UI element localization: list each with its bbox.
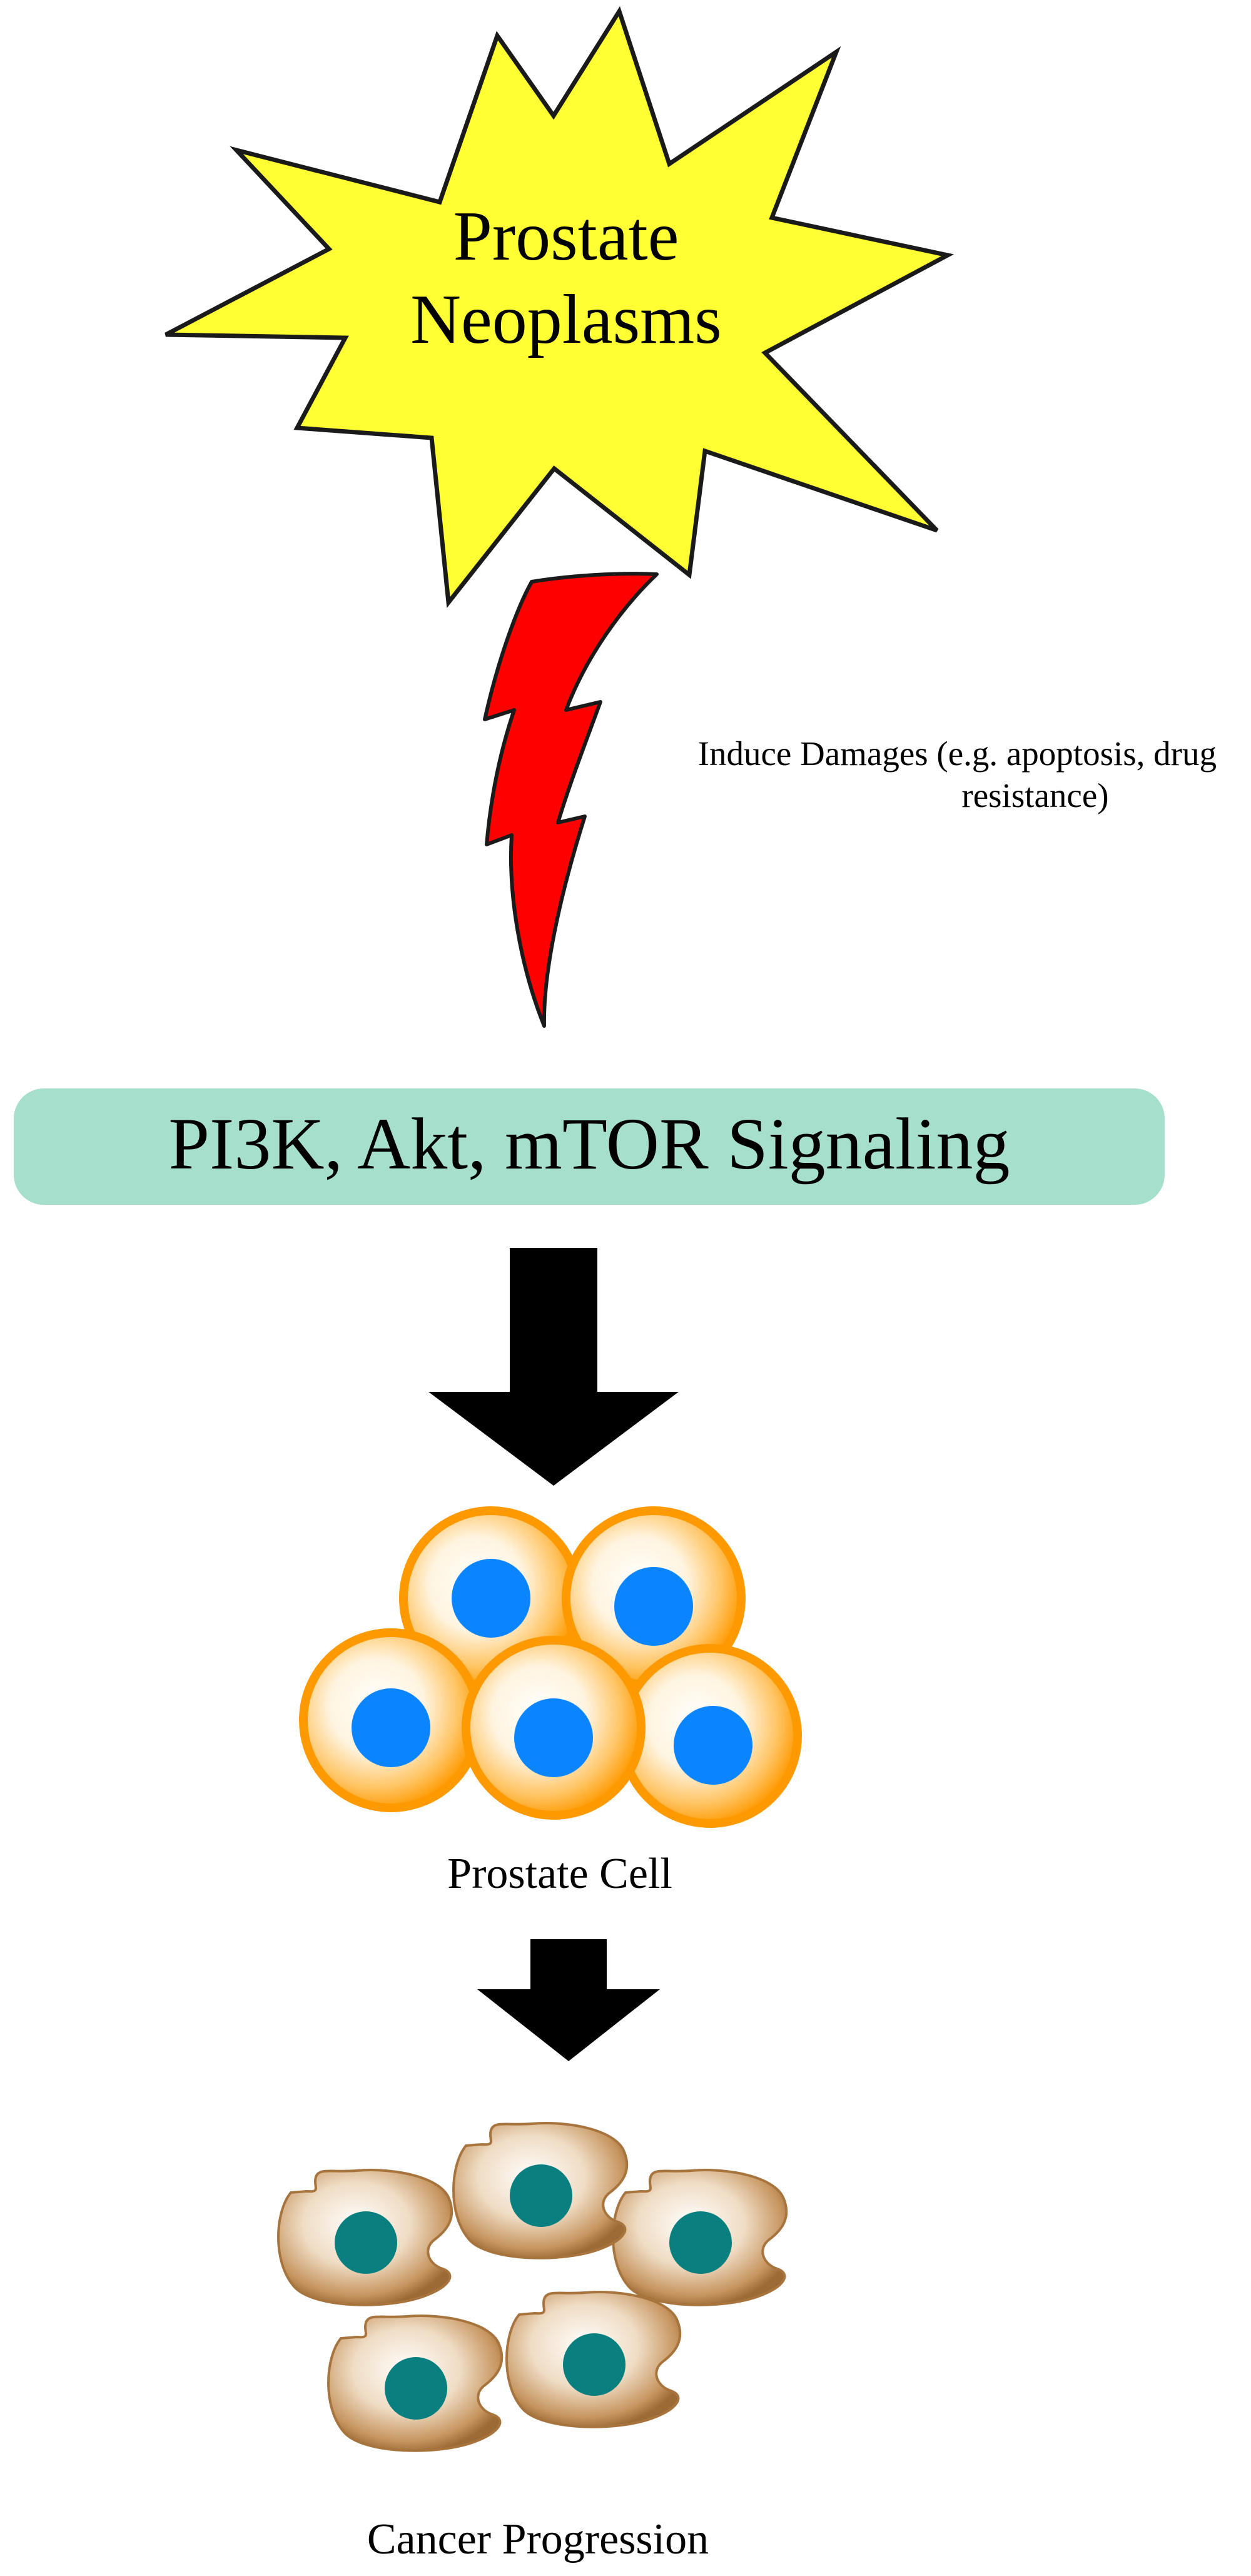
lightning-bolt-icon [483,572,659,1028]
cancer-cell [452,2122,629,2259]
cancer-cell-cluster [277,2122,788,2452]
cancer-cell [277,2169,453,2306]
cancer-cell [505,2291,682,2428]
damage-note-line1: Induce Damages (e.g. apoptosis, drug [698,734,1217,773]
prostate-cell-cluster [299,1506,802,1828]
pathway-label: PI3K, Akt, mTOR Signaling [168,1103,1010,1185]
damage-note-line2: resistance) [961,776,1108,814]
prostate-cell [462,1636,646,1820]
prostate-cell [618,1644,802,1828]
star-label-line1: Prostate [453,198,679,275]
down-arrow-2 [477,1939,660,2061]
cancer-cell [327,2315,504,2452]
prostate-cell-label: Prostate Cell [447,1850,672,1898]
down-arrow-1 [428,1248,679,1486]
cancer-cell [612,2169,788,2306]
cancer-progression-label: Cancer Progression [367,2515,709,2563]
pathway-box [14,1088,1165,1205]
prostate-cell [299,1628,483,1812]
starburst-shape [165,6,955,608]
star-label-line2: Neoplasms [410,281,722,358]
